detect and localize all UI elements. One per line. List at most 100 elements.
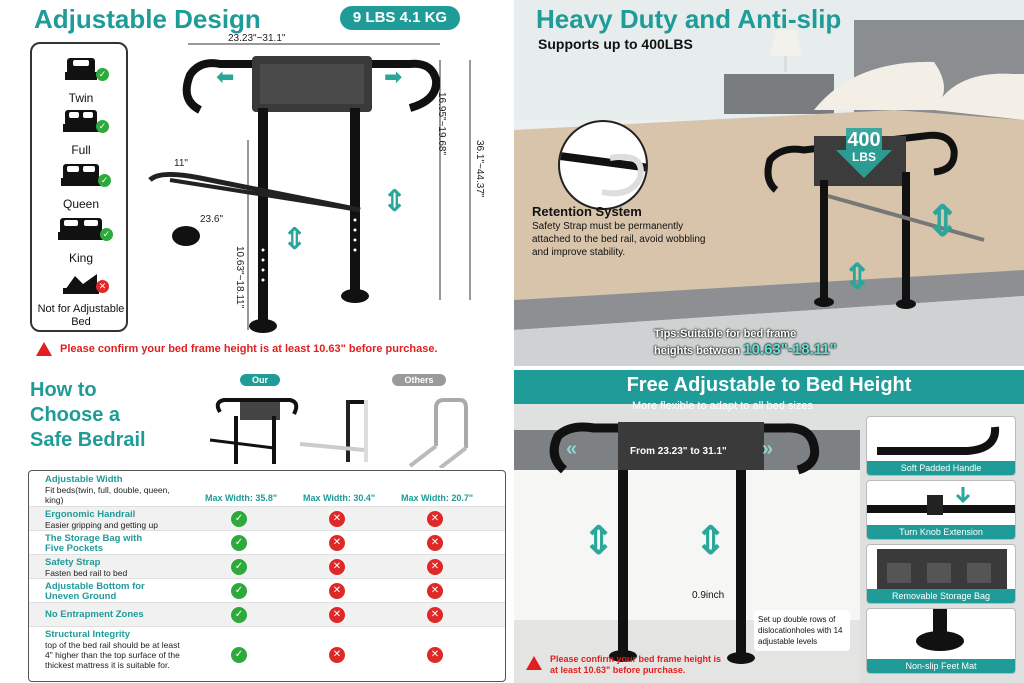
dim-width: 23.23"~31.1" [228,33,286,44]
check-icon: ✓ [100,228,113,241]
dim-depth: 11" [174,158,188,169]
bed-label: Full [71,143,91,157]
row-title: No Entrapment Zones [45,609,144,620]
check-icon: ✓ [231,511,247,527]
tag-ours: Our [240,374,280,386]
knob-image [867,487,1015,515]
warning-icon [526,656,542,670]
check-icon: ✓ [231,647,247,663]
feature-handle: Soft Padded Handle [866,416,1016,476]
comparison-panel: How to Choose a Safe Bedrail Our Others … [0,370,512,683]
table-row: No Entrapment Zones ✓ ✕ ✕ [29,603,505,627]
dim-upper: 16.95"~19.68" [436,92,447,155]
height-warning: Please confirm your bed frame height is … [36,342,438,356]
cross-icon: ✕ [427,607,443,623]
load-badge: 400 LBS [836,128,892,178]
updown-arrow-icon: ⇕ [582,519,616,563]
tag-others: Others [392,374,446,386]
feature-bag: Removable Storage Bag [866,544,1016,604]
width-note: From 23.23" to 31.1" [630,446,727,457]
table-row: Adjustable Width Fit beds(twin, full, do… [29,471,505,507]
cross-icon: ✕ [427,559,443,575]
cross-icon: ✕ [329,647,345,663]
tip-line2: heights between [654,345,744,357]
height-adjust-panel: Free Adjustable to Bed Height More flexi… [514,370,1024,683]
bed-icon [65,58,97,80]
feature-label: Soft Padded Handle [867,461,1015,475]
cross-icon: ✕ [329,583,345,599]
row-desc: top of the bed rail should be at least 4… [45,640,180,670]
table-row: Structural Integrity top of the bed rail… [29,627,505,681]
table-row: Adjustable Bottom for Uneven Ground ✓ ✕ … [29,579,505,603]
left-arrow-icon: ⬅ [216,64,235,89]
bed-queen: ✓ Queen [32,156,130,211]
cross-icon: ✕ [329,535,345,551]
bed-compat-box: ✓ Twin ✓ Full ✓ Queen ✓ King ✕ Not f [30,42,128,332]
panel1-title: Adjustable Design [34,4,261,34]
warning-text: Please confirm your bed frame height is … [60,342,438,355]
row-desc: Easier gripping and getting up [45,520,158,530]
cross-icon: ✕ [329,607,345,623]
height-warning: Please confirm your bed frame height is … [526,654,726,676]
panel4-title: Free Adjustable to Bed Height [626,374,912,396]
bed-adjustable: ✕ Not for Adjustable Bed [32,266,130,329]
bed-icon [63,110,99,132]
weight-badge: 9 LBS 4.1 KG [340,6,460,30]
bed-full: ✓ Full [32,102,130,157]
row-title: Safety Strap [45,557,101,568]
bed-label: Not for Adjustable Bed [37,303,125,328]
dim-leg: 23.6" [200,214,224,225]
retention-title: Retention System [532,204,642,219]
adjustable-design-panel: Adjustable Design 9 LBS 4.1 KG ✓ Twin ✓ … [0,0,512,366]
left-arrows-icon: « [566,438,578,460]
check-icon: ✓ [96,68,109,81]
handle-image [877,426,1000,455]
product-comparison-image [209,398,468,468]
panel3-title: How to Choose a Safe Bedrail [30,378,146,453]
foot-image [916,609,964,651]
cross-icon: ✕ [329,511,345,527]
warning-text: Please confirm your bed frame height is … [550,654,722,675]
updown-arrow-icon: ⇕ [382,185,408,218]
title-line: Safe Bedrail [30,429,146,451]
cross-icon: ✕ [427,535,443,551]
bed-label: Queen [62,197,100,211]
bed-twin: ✓ Twin [32,50,130,105]
right-arrow-icon: ➡ [384,64,403,89]
warning-icon [36,342,52,356]
title-line: Choose a [30,404,121,426]
table-row: Safety Strap Fasten bed rail to bed ✓ ✕ … [29,555,505,579]
bedrail-product-image [148,43,471,333]
bed-label: Twin [68,91,94,105]
bed-king: ✓ King [32,210,130,265]
right-arrows-icon: » [762,438,774,460]
panel4-subtitle: More flexible to adapt to all bed sizes [632,400,813,412]
bed-height-tip: Tips:Suitable for bed frame heights betw… [654,326,837,359]
tip-range: 10.63"-18.11" [743,341,837,358]
updown-arrow-icon: ⇕ [282,223,308,256]
row-desc: Fasten bed rail to bed [45,568,128,578]
strap-closeup [558,120,648,210]
feature-knob: Turn Knob Extension [866,480,1016,540]
cross-icon: ✕ [427,583,443,599]
hole-gap: 0.9inch [692,590,725,601]
table-row: The Storage Bag with Five Pockets ✓ ✕ ✕ [29,531,505,555]
dim-total: 36.1"~44.37" [474,140,485,198]
check-icon: ✓ [231,607,247,623]
cross-icon: ✕ [96,280,109,293]
row-title: Structural Integrity [45,629,130,640]
table-row: Ergonomic Handrail Easier gripping and g… [29,507,505,531]
strap-closeup-image [560,152,646,197]
width-other1: Max Width: 30.4" [303,493,376,503]
check-icon: ✓ [231,559,247,575]
feature-label: Removable Storage Bag [867,589,1015,603]
updown-arrow-icon: ⇕ [924,197,961,246]
cross-icon: ✕ [427,511,443,527]
check-icon: ✓ [231,583,247,599]
bag-image [877,549,1007,589]
updown-arrow-icon: ⇕ [694,519,728,563]
feature-feet: Non-slip Feet Mat [866,608,1016,674]
retention-text: Safety Strap must be permanently attache… [532,221,706,258]
rows-note: Set up double rows of dislocationholes w… [754,610,850,651]
comparison-table: Adjustable Width Fit beds(twin, full, do… [28,470,506,682]
